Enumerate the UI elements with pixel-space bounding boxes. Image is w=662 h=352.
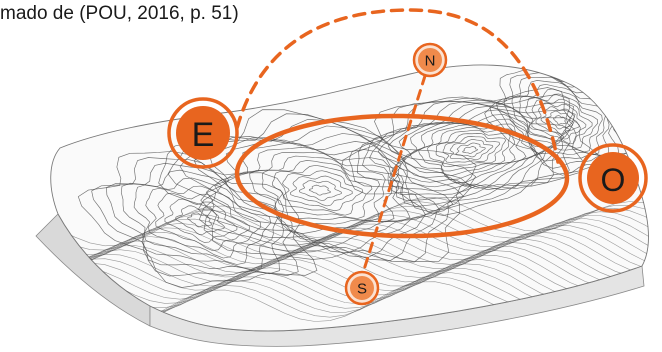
contour-line [348,94,586,212]
slope-line [59,225,649,274]
horizon-ellipse [234,113,570,239]
contour-line [462,146,478,154]
north-label: N [425,53,436,70]
contour-line [155,192,250,251]
north-south-axis [360,58,432,278]
contour-line [535,102,587,140]
contour-line [193,125,465,258]
contour-line [519,88,603,153]
slope-line [59,241,649,291]
contour-line [164,198,238,243]
south-label: S [357,281,367,298]
contour-line [525,93,599,149]
contour-line [427,129,511,172]
contour-line [175,205,225,235]
contour-line [187,212,213,228]
contour-line [449,139,494,160]
slope-line [59,197,649,247]
slope-line [59,235,649,282]
contour-line [546,110,573,130]
slope-line [59,238,649,287]
contour-line [553,115,567,125]
slope-line [59,205,649,256]
south-marker: S [344,270,380,306]
contour-line [455,142,486,158]
contour-line [377,103,571,192]
east-label: E [192,116,215,154]
slope-line [59,221,649,272]
contour-line [145,185,262,259]
contour-line [395,113,548,187]
contour-line [91,157,299,277]
contour-line [341,87,600,216]
east-marker: E [167,97,239,169]
contour-line [120,169,279,271]
contour-line [249,155,386,222]
contour-line [158,109,477,262]
contour-line [106,162,284,275]
contour-line [298,180,342,201]
contour-line [511,83,607,155]
contour-line [271,164,373,216]
slope-line [59,218,649,269]
figure-caption: mado de (POU, 2016, p. 51) [0,3,239,24]
sun-path-arc [235,8,560,164]
contour-line [214,142,426,242]
contour-line [540,106,580,135]
contour-line [387,105,565,190]
contour-line [133,177,272,265]
contour-line [531,98,593,145]
north-marker: N [412,42,448,78]
slope-line [59,231,649,278]
west-label: O [601,162,626,198]
terrain-block [35,64,650,347]
contour-line [282,170,364,212]
contour-line [200,133,454,254]
contour-line [308,184,331,196]
contour-line [224,147,411,234]
contour-line [290,175,353,207]
contour-line [435,133,507,167]
contour-line [442,136,501,163]
contour-line [418,126,516,176]
west-marker: O [578,143,648,213]
